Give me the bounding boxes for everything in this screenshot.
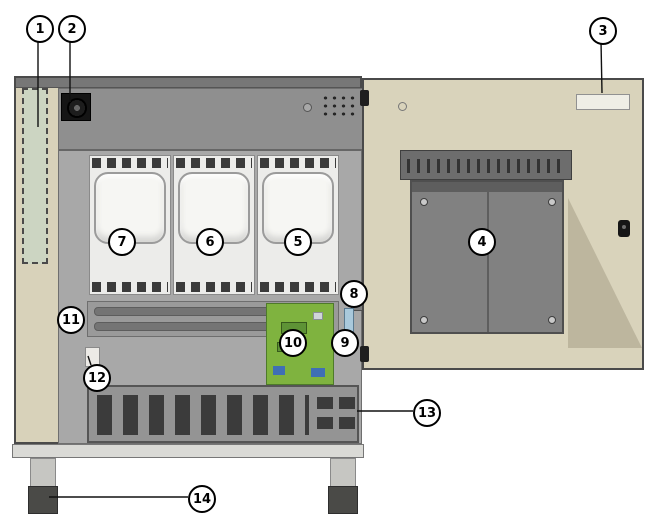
rating-label bbox=[576, 94, 630, 110]
keyhole-icon bbox=[622, 225, 626, 229]
side-panel-marked-zone bbox=[22, 88, 48, 264]
callout-14: 14 bbox=[188, 485, 216, 513]
mounting-rail bbox=[400, 150, 572, 180]
rail-slots bbox=[407, 159, 567, 173]
callout-6-number: 6 bbox=[205, 234, 215, 250]
screw-icon bbox=[420, 198, 428, 206]
callout-12: 12 bbox=[83, 364, 111, 392]
top-panel bbox=[59, 89, 363, 151]
left-leg bbox=[30, 458, 56, 490]
module-5-top-vent bbox=[260, 158, 336, 168]
callout-4: 4 bbox=[468, 228, 496, 256]
plate-shadow bbox=[568, 198, 642, 348]
pcb-connector-icon bbox=[273, 366, 285, 375]
screw-icon bbox=[548, 316, 556, 324]
callout-14-number: 14 bbox=[192, 491, 212, 507]
aux-slot bbox=[317, 397, 333, 409]
screw-hole-icon bbox=[303, 103, 312, 112]
callout-11-number: 11 bbox=[61, 312, 81, 328]
controller-pcb bbox=[266, 303, 334, 385]
cabinet-door bbox=[360, 78, 644, 370]
callout-8: 8 bbox=[340, 280, 368, 308]
door-lock-icon bbox=[618, 220, 630, 237]
callout-12-number: 12 bbox=[87, 370, 107, 386]
cabinet-top-edge bbox=[16, 78, 360, 88]
callout-3-number: 3 bbox=[598, 23, 608, 39]
terminal-section bbox=[87, 385, 359, 443]
plate-seam bbox=[487, 192, 489, 332]
aux-slot bbox=[339, 397, 355, 409]
callout-7-number: 7 bbox=[117, 234, 127, 250]
hinge-icon bbox=[360, 346, 369, 362]
screw-icon bbox=[420, 316, 428, 324]
callout-9-number: 9 bbox=[340, 335, 350, 351]
module-6-top-vent bbox=[176, 158, 252, 168]
door-mounting-plate bbox=[410, 180, 564, 334]
terminal-slots bbox=[97, 395, 309, 435]
callout-2: 2 bbox=[58, 15, 86, 43]
callout-10-number: 10 bbox=[283, 335, 303, 351]
aux-slot bbox=[317, 417, 333, 429]
module-6-bottom-vent bbox=[176, 282, 252, 292]
cabinet-base bbox=[12, 444, 364, 458]
screw-icon bbox=[548, 198, 556, 206]
callout-6: 6 bbox=[196, 228, 224, 256]
callout-13-number: 13 bbox=[417, 405, 437, 421]
module-6 bbox=[173, 155, 255, 295]
aux-slot bbox=[339, 417, 355, 429]
module-7-bottom-vent bbox=[92, 282, 168, 292]
callout-8-number: 8 bbox=[349, 286, 359, 302]
module-7 bbox=[89, 155, 171, 295]
pcb-relay-icon bbox=[313, 312, 323, 320]
fan-rotor-icon bbox=[67, 98, 87, 118]
module-5 bbox=[257, 155, 339, 295]
module-5-bottom-vent bbox=[260, 282, 336, 292]
plate-top-strip bbox=[412, 182, 562, 192]
callout-5: 5 bbox=[284, 228, 312, 256]
pcb-connector-icon bbox=[311, 368, 325, 377]
callout-4-number: 4 bbox=[477, 234, 487, 250]
vent-dots-icon bbox=[321, 94, 357, 120]
module-7-top-vent bbox=[92, 158, 168, 168]
callout-3: 3 bbox=[589, 17, 617, 45]
callout-1-number: 1 bbox=[35, 21, 45, 37]
right-foot bbox=[328, 486, 358, 514]
hinge-icon bbox=[360, 90, 369, 106]
callout-2-number: 2 bbox=[67, 21, 77, 37]
callout-7: 7 bbox=[108, 228, 136, 256]
callout-11: 11 bbox=[57, 306, 85, 334]
callout-13: 13 bbox=[413, 399, 441, 427]
callout-5-number: 5 bbox=[293, 234, 303, 250]
cabinet-body bbox=[14, 76, 363, 444]
callout-9: 9 bbox=[331, 329, 359, 357]
left-foot bbox=[28, 486, 58, 514]
callout-10: 10 bbox=[279, 329, 307, 357]
door-hole-icon bbox=[398, 102, 407, 111]
cabinet-interior bbox=[58, 88, 363, 444]
fan-icon bbox=[61, 93, 91, 121]
callout-1: 1 bbox=[26, 15, 54, 43]
right-leg bbox=[330, 458, 356, 490]
